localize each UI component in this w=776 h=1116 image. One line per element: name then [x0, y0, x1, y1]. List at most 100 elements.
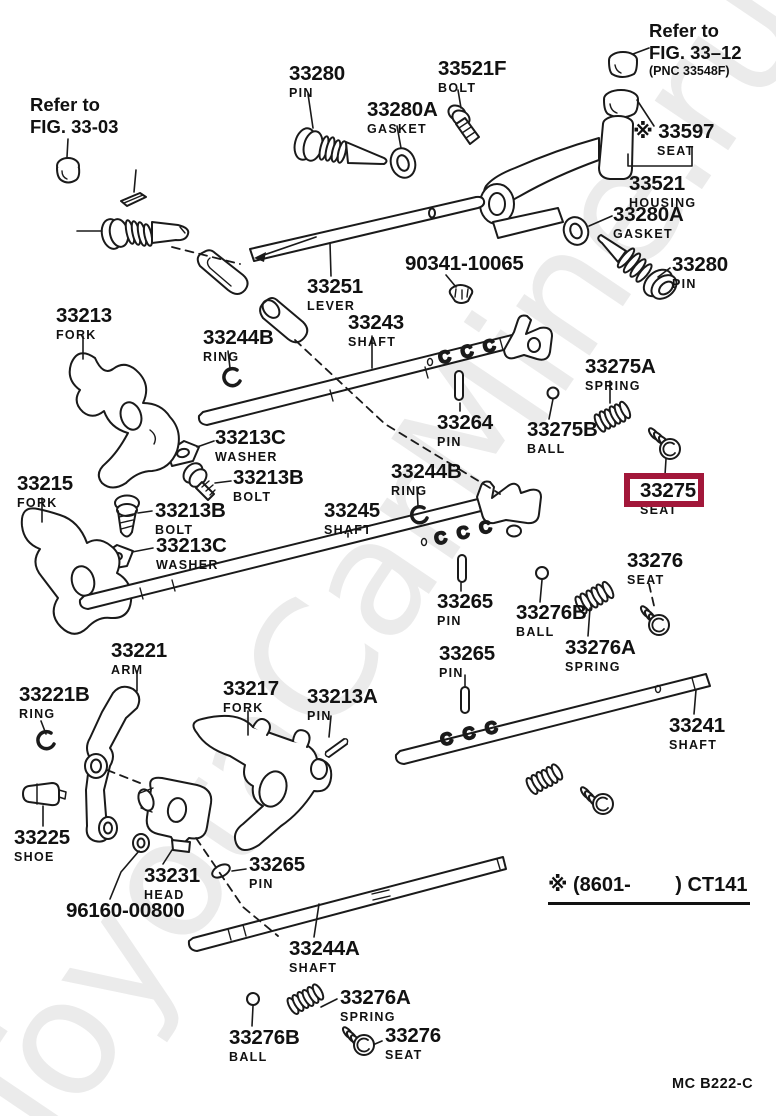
part-number: 33244B — [203, 326, 274, 349]
part-kind: LEVER — [307, 298, 356, 313]
pin-33280-top — [293, 127, 388, 165]
part-kind: FORK — [17, 495, 58, 510]
part-number: 33243 — [348, 311, 405, 334]
arm-33221 — [84, 685, 141, 843]
note-line: (PNC 33548F) — [649, 64, 730, 78]
pin-33280-right — [597, 234, 678, 300]
part-number: 33215 — [17, 472, 74, 495]
part-kind: GASKET — [367, 121, 427, 136]
part-kind: BALL — [516, 624, 555, 639]
part-kind: ARM — [111, 662, 144, 677]
part-number: 33217 — [223, 677, 280, 700]
ball-33276B-1 — [535, 566, 549, 580]
shaft-33243 — [197, 314, 553, 426]
part-kind: FORK — [56, 327, 97, 342]
part-number: 33244B — [391, 460, 462, 483]
part-kind: PIN — [249, 876, 274, 891]
part-number: 33241 — [669, 714, 726, 737]
part-number: 33221 — [111, 639, 168, 662]
part-number: 33280A — [367, 98, 438, 121]
part-kind: BALL — [229, 1049, 268, 1064]
part-number: 33276 — [385, 1024, 442, 1047]
gasket-33280A-top — [389, 147, 417, 179]
fork-33217 — [192, 714, 333, 851]
drawing-code: MC B222-C — [672, 1076, 754, 1092]
part-number: 33276B — [516, 601, 587, 624]
note-line: Refer to — [649, 20, 719, 41]
part-number: 33244A — [289, 937, 360, 960]
seat-33275 — [647, 427, 681, 460]
note-line: FIG. 33–12 — [649, 41, 742, 63]
ring-33244B-top — [222, 366, 242, 388]
part-number: 33264 — [437, 411, 494, 434]
spring-33276A-3 — [286, 983, 325, 1015]
pin-33283G — [120, 192, 147, 207]
seat-33276-1 — [639, 605, 670, 636]
ring-33221B — [36, 729, 56, 751]
ring-96160 — [132, 833, 150, 853]
part-kind: PIN — [672, 276, 697, 291]
part-kind: SHOE — [14, 849, 55, 864]
highlight-box — [624, 473, 704, 507]
part-kind: PIN — [439, 665, 464, 680]
spring-33275A — [593, 400, 632, 433]
applicability-note: ※ (8601- ) CT141 — [548, 872, 750, 905]
pin-33265-1 — [457, 554, 467, 583]
part-number: 33231 — [144, 864, 201, 887]
part-number: 33265 — [249, 853, 306, 876]
part-number: 33276 — [627, 549, 684, 572]
part-number: 33275 — [640, 479, 697, 502]
part-number: 33221B — [19, 683, 90, 706]
part-number: 33213B — [233, 466, 304, 489]
shaft-33245 — [78, 480, 542, 610]
part-number: 33265 — [437, 590, 494, 613]
part-kind: WASHER — [215, 449, 278, 464]
shoe-33225 — [22, 782, 67, 807]
plug-90341 — [448, 284, 474, 304]
part-number: 33280 — [672, 253, 729, 276]
part-number: 33251 — [307, 275, 364, 298]
ball-33276B-2 — [246, 992, 260, 1006]
pin-33265-2 — [460, 686, 470, 714]
part-number: 33213C — [215, 426, 286, 449]
part-kind: SHAFT — [669, 737, 718, 752]
part-number: 33280 — [289, 62, 346, 85]
head-33231 — [137, 776, 213, 853]
part-number: 33213A — [307, 685, 378, 708]
part-label-9616000800: 96160-00800 — [66, 900, 185, 922]
part-kind: FORK — [223, 700, 264, 715]
gasket-33280A-right — [562, 216, 590, 246]
part-number: ※ 33597 — [633, 120, 715, 143]
bolt-33521F — [447, 104, 480, 145]
dashed-lines — [106, 246, 656, 937]
cap-fig-33-12 — [608, 51, 638, 78]
